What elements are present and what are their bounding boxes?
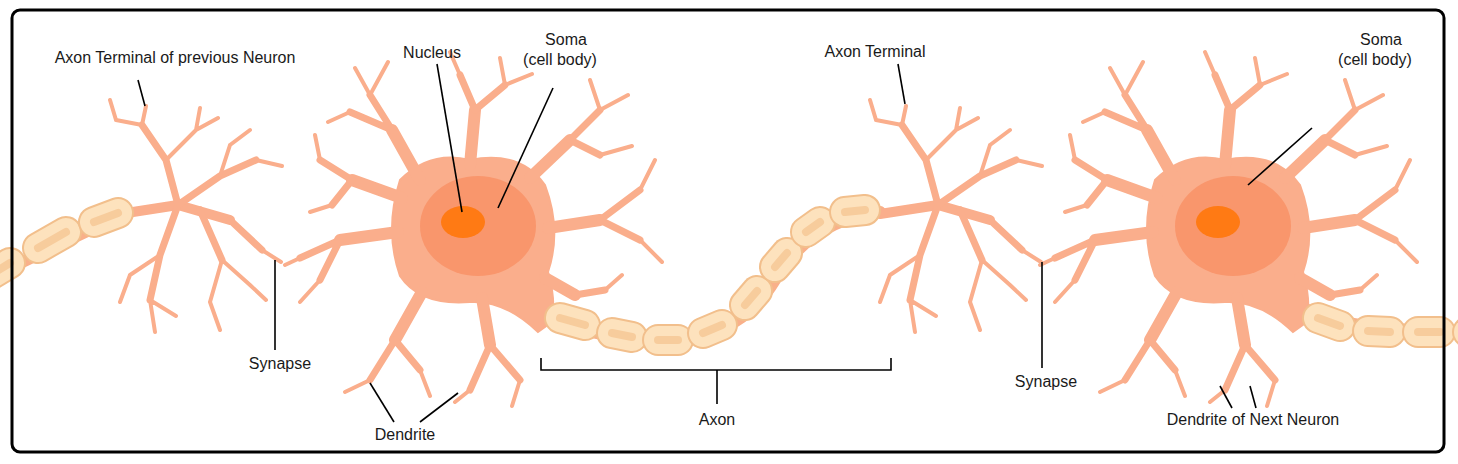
axon-terminal — [870, 100, 1042, 332]
axon-core — [545, 212, 880, 340]
part-label: Soma (cell body) — [1334, 30, 1416, 70]
axon-core — [1300, 305, 1458, 332]
axon-core — [0, 213, 125, 282]
leader-lines — [138, 64, 1312, 422]
axon-terminal — [110, 100, 282, 332]
neuron — [285, 52, 662, 406]
part-label: Axon Terminal of previous Neuron — [55, 48, 296, 68]
axon-bracket — [541, 358, 891, 404]
part-label: Dendrite of Next Neuron — [1167, 410, 1340, 430]
part-label: Axon Terminal — [824, 42, 925, 62]
part-label: Axon — [699, 410, 735, 430]
part-label: Nucleus — [403, 43, 461, 63]
part-label: Soma (cell body) — [519, 30, 601, 70]
part-label: Synapse — [1015, 372, 1077, 392]
part-label: Synapse — [249, 354, 311, 374]
myelin-sheath — [0, 210, 1458, 340]
frame — [12, 10, 1444, 452]
part-label: Dendrite — [375, 425, 435, 445]
neuron — [1040, 52, 1417, 406]
